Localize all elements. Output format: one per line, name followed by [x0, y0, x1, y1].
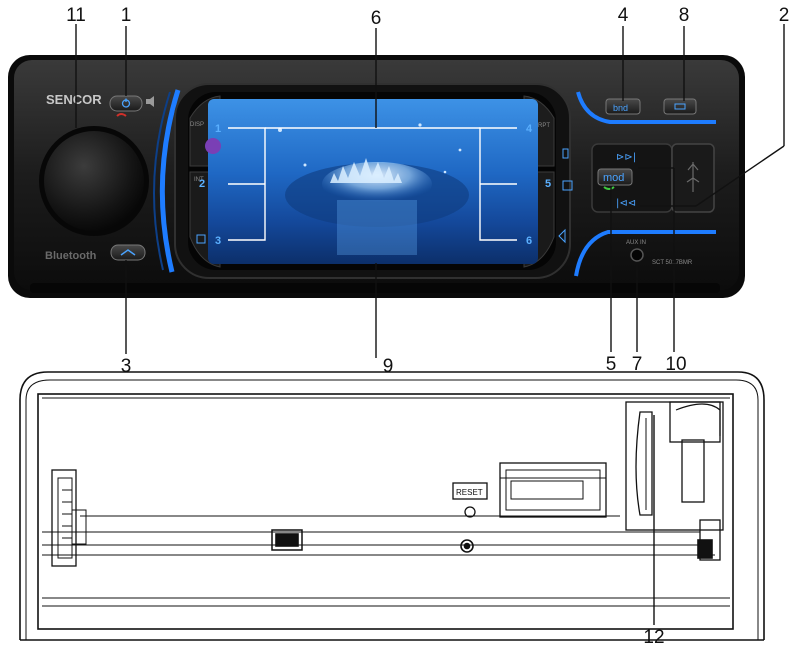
- band-button-label: bnd: [613, 103, 628, 113]
- left-latch: [51, 469, 77, 567]
- model-label: SCT 5017BMR: [652, 260, 693, 266]
- status-indicator-dot: [205, 138, 221, 154]
- right-clip: [675, 403, 721, 436]
- preset-1-label: 1: [215, 123, 221, 135]
- callout-numbers: 11 1 6 4 8 2 3 9 5 7 10 12: [66, 5, 789, 648]
- disp-label: DISP: [190, 122, 204, 128]
- callout-7: 7: [632, 354, 643, 375]
- left-accent-light: [159, 89, 181, 273]
- aux-in-jack[interactable]: [630, 248, 644, 262]
- housing-inner-outline: [25, 379, 759, 640]
- int-label: INT: [194, 177, 204, 183]
- previous-track-icon[interactable]: |⊲⊲: [616, 198, 636, 209]
- callout-8: 8: [679, 5, 690, 26]
- callout-4: 4: [618, 5, 629, 26]
- release-button[interactable]: [110, 244, 146, 261]
- connector-block-inner: [505, 469, 601, 511]
- connector-port: [510, 480, 584, 500]
- callout-2: 2: [779, 5, 790, 26]
- usb-icon: [686, 162, 700, 192]
- faceplate-bottom-lip: [30, 283, 720, 293]
- brand-logo: SENCOR: [46, 92, 102, 107]
- preset-bracket-lines: [228, 127, 517, 241]
- preset-5-label: 5: [545, 178, 551, 190]
- preset-2-label: 2: [199, 178, 205, 190]
- leader-2-diagonal: [695, 145, 785, 207]
- answer-call-icon: [603, 186, 615, 190]
- callout-3: 3: [121, 356, 132, 377]
- volume-knob[interactable]: [44, 131, 144, 231]
- right-bracket-top: [669, 401, 721, 443]
- left-latch-block: [71, 509, 87, 545]
- aux-in-label: AUX IN: [626, 240, 646, 246]
- hang-up-phone-icon: [116, 113, 127, 117]
- right-folder-icon: [562, 180, 573, 191]
- callout-11: 11: [66, 5, 86, 26]
- card-slot-housing: [625, 401, 724, 531]
- callout-leaders: [75, 24, 785, 625]
- card-slot[interactable]: [635, 411, 653, 516]
- callout-6: 6: [371, 8, 382, 29]
- left-accent-light-shadow: [153, 91, 171, 271]
- splash-crown: [330, 158, 402, 183]
- rpt-label: RPT: [538, 123, 550, 129]
- callout-9: 9: [383, 356, 394, 377]
- right-bottom-accent-light: [574, 230, 716, 277]
- preset-3-label: 3: [215, 235, 221, 247]
- splash-reflection: [337, 200, 417, 255]
- mute-speaker-icon: [146, 96, 154, 107]
- mode-button[interactable]: [597, 168, 633, 186]
- water-splash: [322, 162, 432, 206]
- slot-button-icon: [674, 103, 686, 110]
- droplet: [443, 170, 447, 174]
- reset-button[interactable]: [464, 506, 476, 518]
- droplet: [418, 123, 422, 127]
- front-panel: SENCOR Bluetooth DISP INT RPT: [8, 55, 745, 298]
- left-back-icon: [196, 234, 206, 244]
- housing-outline: [19, 371, 765, 640]
- eject-icon: [120, 249, 136, 256]
- slot-button[interactable]: [663, 98, 697, 115]
- rear-chassis: [19, 371, 765, 641]
- chassis-screw: [460, 539, 474, 553]
- droplet: [458, 148, 462, 152]
- power-button[interactable]: [109, 95, 143, 112]
- connector-block: [499, 462, 607, 518]
- droplet: [278, 128, 282, 132]
- mode-button-label: mod: [603, 172, 624, 184]
- chassis-slot-fill: [275, 533, 299, 547]
- callout-1: 1: [121, 5, 132, 26]
- right-button-icon: [562, 148, 569, 159]
- inner-frame: [37, 393, 734, 630]
- chassis-screw-center: [463, 542, 471, 550]
- reset-label: RESET: [456, 488, 483, 497]
- preset-4-label: 4: [526, 123, 533, 135]
- callout-10: 10: [665, 354, 686, 375]
- callout-12: 12: [643, 627, 664, 648]
- bluetooth-label: Bluetooth: [45, 250, 97, 262]
- right-top-accent-light: [576, 91, 716, 124]
- next-track-icon[interactable]: ⊳⊳|: [616, 152, 636, 163]
- droplet: [303, 163, 307, 167]
- chassis-slot: [271, 529, 303, 551]
- callout-5: 5: [606, 354, 617, 375]
- preset-6-label: 6: [526, 235, 532, 247]
- right-bracket-lower-fill: [697, 539, 713, 559]
- right-play-icon: [558, 228, 566, 244]
- right-bracket-post: [681, 439, 705, 503]
- reset-label-box: [452, 482, 488, 500]
